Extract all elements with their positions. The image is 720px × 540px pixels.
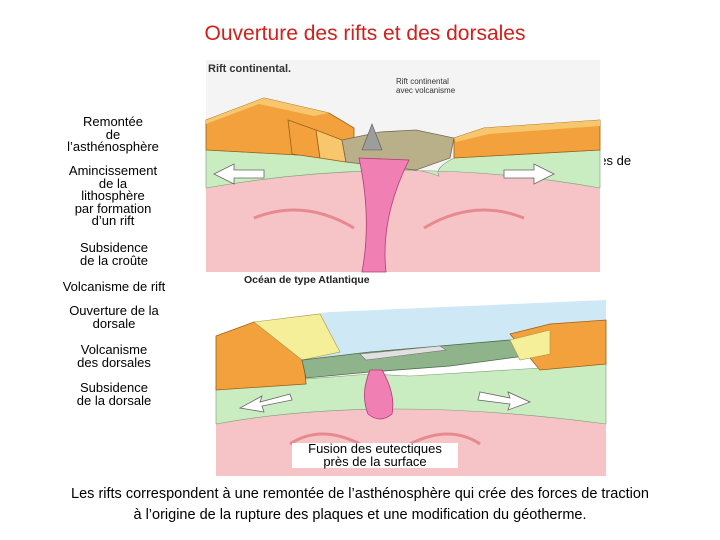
label-remontee-asthenosphere: Remontée de l’asthénosphère [58,116,168,154]
bottom-figure-heading: Océan de type Atlantique [244,274,370,286]
continental-rift-diagram: Rift continental. Rift continental avec … [204,58,604,278]
label-ouverture-dorsale: Ouverture de la dorsale [48,305,180,330]
label-volcanisme-rift: Volcanisme de rift [46,281,182,294]
label-subsidence-dorsale: Subsidence de la dorsale [54,382,174,407]
label-subsidence-croute: Subsidence de la croûte [54,242,174,267]
top-figure-subheading-1: Rift continental [396,77,449,86]
top-figure-heading: Rift continental. [208,63,291,75]
label-volcanisme-dorsales: Volcanisme des dorsales [54,344,174,369]
asthenosphere-layer [206,171,600,273]
label-fusion-eutectiques: Fusion des eutectiques près de la surfac… [292,443,458,468]
top-figure-subheading-2: avec volcanisme [396,86,456,95]
page-title: Ouverture des rifts et des dorsales [0,22,720,46]
label-amincissement-lithosphere: Amincissement de la lithosphère par form… [52,165,174,228]
caption: Les rifts correspondent à une remontée d… [0,484,720,526]
